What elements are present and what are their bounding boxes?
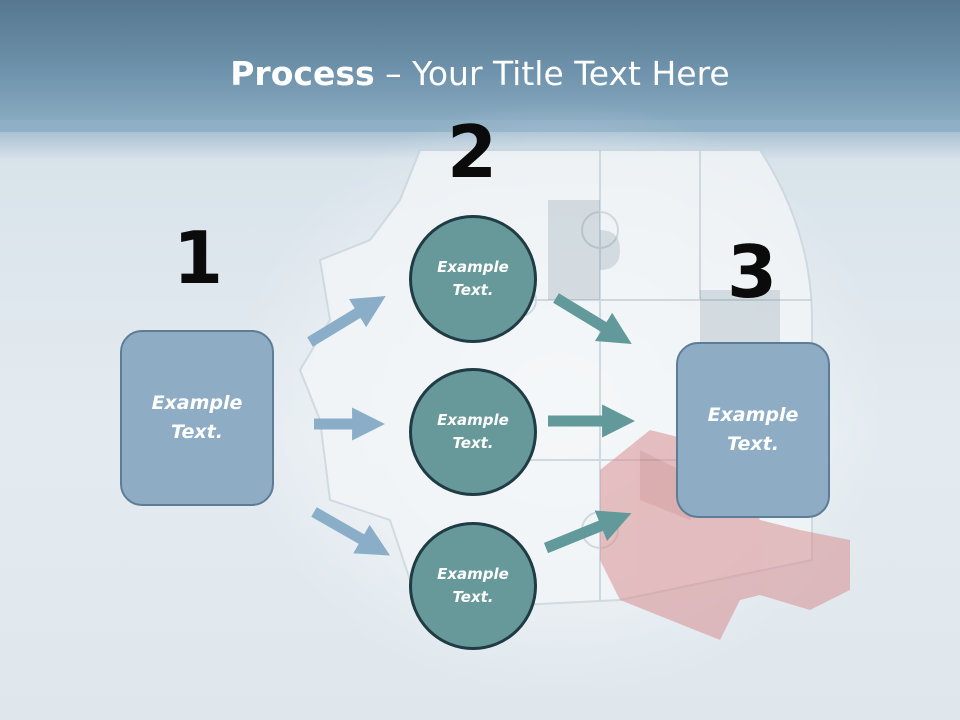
circle-middle-line1: Example (437, 411, 509, 429)
step-1-text-line2: Text. (171, 421, 223, 443)
step-2-circle-middle: Example Text. (409, 368, 537, 496)
circle-bottom-line2: Text. (452, 588, 494, 606)
step-2-circle-bottom: Example Text. (409, 522, 537, 650)
circle-bottom-text: Example Text. (412, 563, 534, 609)
step-number-3: 3 (726, 230, 778, 314)
step-3-box-text: Example Text. (678, 401, 828, 459)
step-number-2: 2 (446, 110, 498, 194)
step-number-1: 1 (172, 216, 224, 300)
step-1-box: Example Text. (120, 330, 274, 506)
circle-top-line2: Text. (452, 281, 494, 299)
step-1-text-line1: Example (151, 392, 243, 414)
title-rest: – Your Title Text Here (374, 54, 730, 93)
page-title: Process – Your Title Text Here (0, 52, 960, 96)
step-3-text-line1: Example (707, 404, 799, 426)
circle-top-text: Example Text. (412, 256, 534, 302)
circle-middle-text: Example Text. (412, 409, 534, 455)
arrow-box1-to-circle-top (307, 296, 386, 347)
circle-middle-line2: Text. (452, 434, 494, 452)
step-3-box: Example Text. (676, 342, 830, 518)
title-bold: Process (230, 54, 375, 93)
circle-bottom-line1: Example (437, 565, 509, 583)
step-1-box-text: Example Text. (122, 389, 272, 447)
circle-top-line1: Example (437, 258, 509, 276)
arrow-box1-to-circle-bottom (311, 507, 391, 556)
arrow-circle-bottom-to-box3 (543, 510, 632, 554)
step-3-text-line2: Text. (727, 433, 779, 455)
step-2-circle-top: Example Text. (409, 215, 537, 343)
arrow-circle-top-to-box3 (553, 293, 632, 344)
